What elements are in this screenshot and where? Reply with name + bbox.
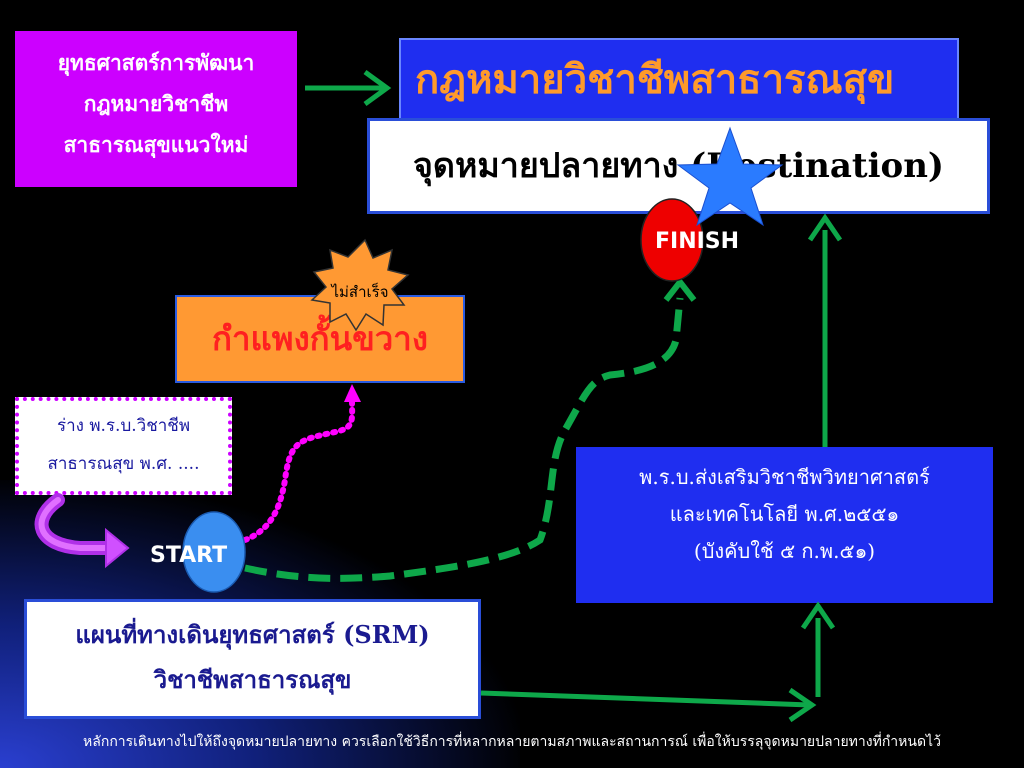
- start-label: START: [150, 543, 227, 568]
- srm-line-1: แผนที่ทางเดินยุทธศาสตร์ (SRM): [75, 620, 430, 649]
- failure-burst: ไม่สำเร็จ: [310, 238, 410, 332]
- finish-label: FINISH: [655, 229, 739, 254]
- strategy-line-2: กฎหมายวิชาชีพ: [83, 92, 229, 116]
- draft-line-2: สาธารณสุข พ.ศ. ....: [47, 454, 200, 474]
- curved-arrow-draft-to-start: [34, 493, 130, 569]
- strategy-box: ยุทธศาสตร์การพัฒนา กฎหมายวิชาชีพ สาธารณส…: [15, 31, 297, 187]
- barrier-title: กำแพงกั้นขวาง: [212, 319, 428, 358]
- srm-line-2: วิชาชีพสาธารณสุข: [153, 665, 352, 694]
- dotted-path-start-to-barrier: [242, 384, 361, 543]
- footer-caption: หลักการเดินทางไปให้ถึงจุดหมายปลายทาง ควร…: [83, 734, 941, 750]
- finish-marker: FINISH: [640, 198, 739, 282]
- barrier-box: กำแพงกั้นขวาง: [175, 295, 465, 383]
- draft-act-box: ร่าง พ.ร.บ.วิชาชีพ สาธารณสุข พ.ศ. ....: [15, 397, 232, 495]
- arrow-strategy-to-goal: [305, 69, 392, 107]
- act-line-1: พ.ร.บ.ส่งเสริมวิชาชีพวิทยาศาสตร์: [639, 465, 930, 489]
- failure-burst-label: ไม่สำเร็จ: [331, 282, 389, 301]
- act-line-3: (บังคับใช้ ๕ ก.พ.๕๑): [693, 539, 876, 563]
- strategy-line-1: ยุทธศาสตร์การพัฒนา: [57, 51, 255, 75]
- arrow-act-to-destination: [807, 213, 843, 447]
- goal-title-box: กฎหมายวิชาชีพสาธารณสุข: [399, 38, 959, 124]
- dashed-path-start-to-finish: [244, 277, 697, 582]
- goal-title: กฎหมายวิชาชีพสาธารณสุข: [415, 56, 895, 103]
- srm-box: แผนที่ทางเดินยุทธศาสตร์ (SRM) วิชาชีพสาธ…: [24, 599, 481, 719]
- start-marker: START: [150, 511, 246, 593]
- draft-line-1: ร่าง พ.ร.บ.วิชาชีพ: [56, 416, 191, 436]
- science-act-box: พ.ร.บ.ส่งเสริมวิชาชีพวิทยาศาสตร์ และเทคโ…: [576, 447, 993, 603]
- arrow-srm-to-act: [480, 601, 836, 723]
- destination-star-icon: [676, 126, 784, 227]
- destination-title: จุดหมายปลายทาง (Destination): [412, 146, 945, 186]
- strategy-line-3: สาธารณสุขแนวใหม่: [63, 133, 249, 157]
- act-line-2: และเทคโนโลยี พ.ศ.๒๕๕๑: [669, 502, 900, 526]
